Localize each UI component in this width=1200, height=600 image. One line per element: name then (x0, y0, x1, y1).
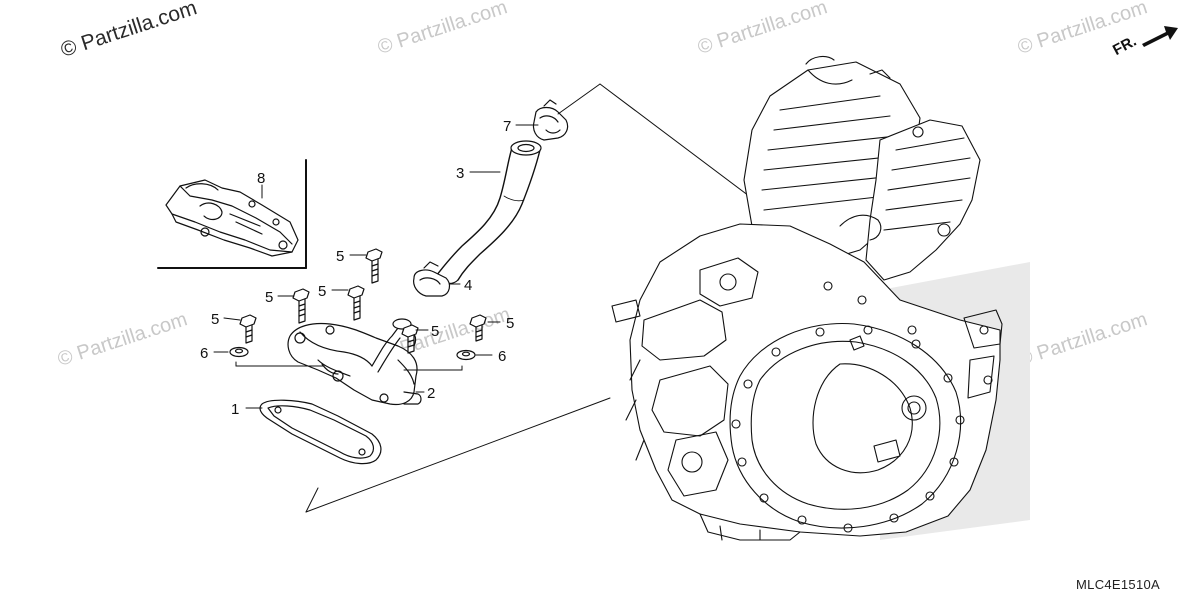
callout-4: 4 (464, 277, 472, 294)
callout-5: 5 (506, 315, 514, 332)
callout-7: 7 (503, 118, 511, 135)
inset-frame (157, 159, 307, 269)
callout-1: 1 (231, 401, 239, 418)
callout-5: 5 (336, 248, 344, 265)
callout-5: 5 (318, 283, 326, 300)
callout-2: 2 (427, 385, 435, 402)
part-4-clamp (413, 261, 451, 297)
bolt-icon (292, 288, 310, 324)
bolt-icon (239, 314, 257, 344)
front-direction-indicator: FR. (1108, 22, 1180, 62)
callout-8: 8 (257, 170, 265, 187)
arrow-icon (1142, 26, 1178, 47)
part-2-housing (287, 318, 422, 406)
leader-lines (235, 361, 463, 371)
callout-leaders (213, 124, 539, 409)
washer-icon (456, 349, 476, 361)
bolt-icon (469, 314, 487, 342)
part-7-clamp (532, 99, 569, 141)
diagram-code: MLC4E1510A (1076, 577, 1160, 592)
part-8-cover (165, 179, 299, 257)
part-3-hose (435, 140, 542, 285)
part-1-gasket (259, 399, 382, 465)
bolt-icon (401, 324, 419, 354)
engine-assembly (611, 55, 1030, 541)
callout-6: 6 (498, 348, 506, 365)
callout-5: 5 (431, 323, 439, 340)
callout-3: 3 (456, 165, 464, 182)
callout-6: 6 (200, 345, 208, 362)
bolt-icon (365, 248, 383, 284)
callout-5: 5 (265, 289, 273, 306)
callout-5: 5 (211, 311, 219, 328)
washer-icon (229, 346, 249, 358)
bolt-icon (347, 285, 365, 321)
